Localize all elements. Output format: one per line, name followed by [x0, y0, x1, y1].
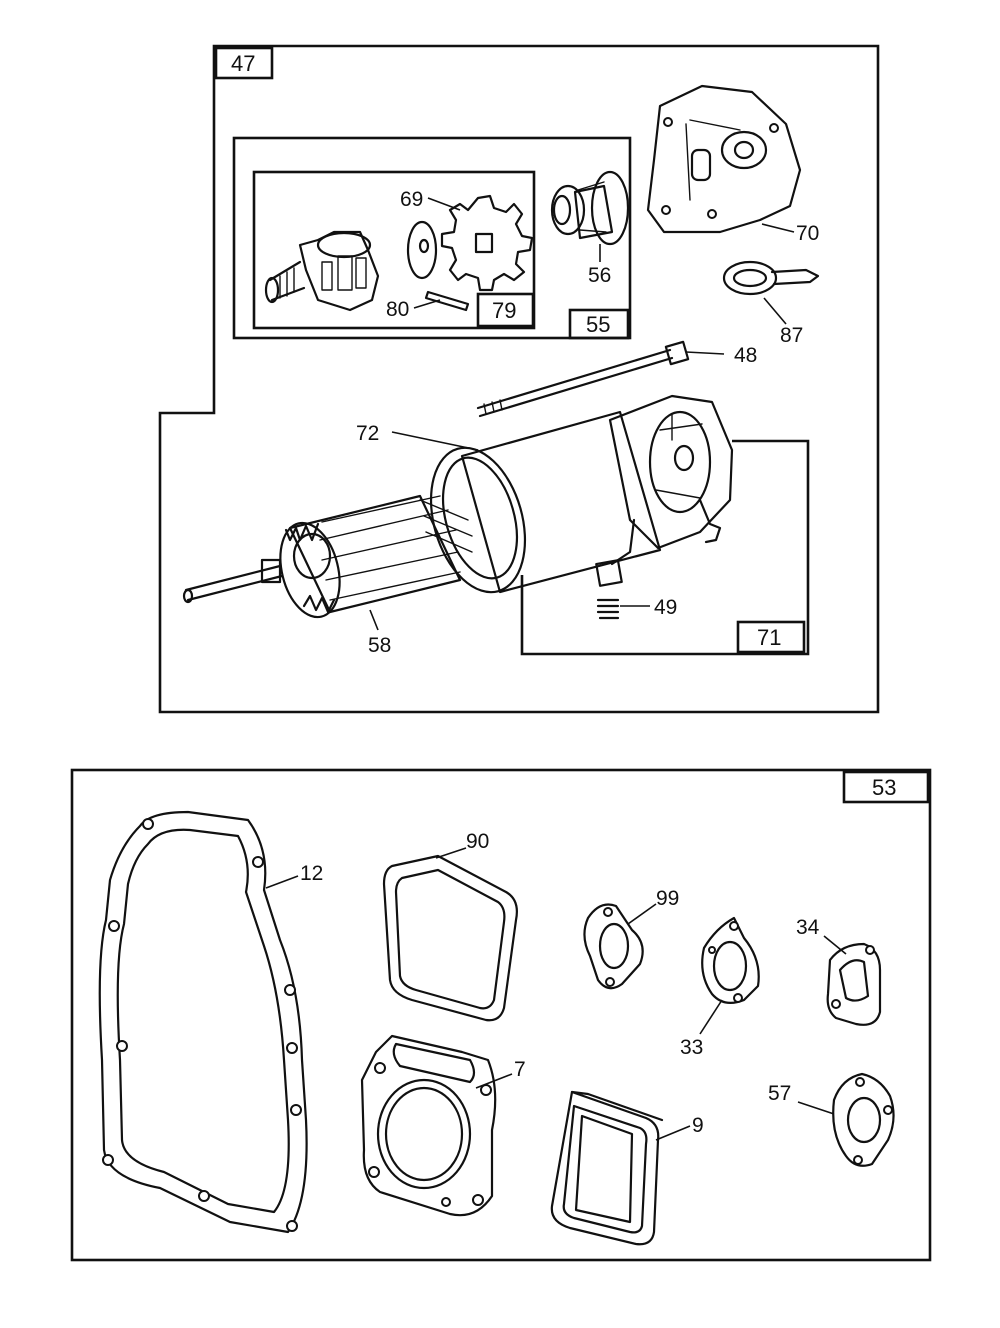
leader-58 [369, 609, 379, 631]
motor-housing-drawing [429, 394, 734, 620]
end-plate-drawing [646, 84, 802, 234]
head-gasket-drawing [360, 1034, 497, 1217]
exhaust-gasket-drawing [826, 942, 882, 1026]
leader-12 [265, 875, 299, 889]
pinion-washer-drawing [406, 220, 438, 280]
gasket-set-section: 53 [70, 768, 932, 1262]
kit-71-label: 71 [757, 625, 781, 650]
callout-9: 9 [692, 1114, 704, 1137]
through-bolt-drawing [476, 340, 690, 418]
callout-7: 7 [514, 1058, 526, 1081]
kit-79-box [476, 292, 535, 328]
kit-79-label: 79 [492, 298, 516, 323]
callout-56: 56 [588, 264, 611, 287]
kit-47-label: 47 [231, 51, 255, 76]
brush-kit-frame [520, 439, 810, 656]
callout-70: 70 [796, 222, 819, 245]
leader-72 [391, 431, 479, 451]
callout-87: 87 [780, 324, 803, 347]
breather-gasket-drawing [550, 1090, 664, 1246]
callout-72: 72 [356, 422, 379, 445]
leader-80 [413, 299, 441, 309]
retainer-pin-drawing [424, 290, 470, 312]
pinion-kit-frame [252, 170, 536, 330]
leader-69 [427, 197, 461, 211]
leader-70 [761, 223, 795, 233]
callout-34: 34 [796, 916, 820, 939]
callout-57: 57 [768, 1082, 791, 1105]
leader-99 [627, 903, 657, 925]
callout-58: 58 [368, 634, 391, 657]
callout-48: 48 [734, 344, 757, 367]
leader-57 [797, 1101, 835, 1115]
intake-gasket-drawing [583, 903, 644, 990]
clutch-housing-drawing [264, 230, 380, 312]
kit-47-box [214, 46, 274, 80]
callout-49: 49 [654, 596, 677, 619]
callout-80: 80 [386, 298, 409, 321]
callout-99: 99 [656, 887, 679, 910]
leader-7 [475, 1073, 513, 1089]
callout-12: 12 [300, 862, 323, 885]
starter-kit-frame [158, 44, 880, 714]
drive-end-cap-drawing [550, 170, 630, 246]
gasket-set-frame [70, 768, 932, 1262]
armature-drawing [182, 494, 473, 619]
callout-90: 90 [466, 830, 489, 853]
leader-9 [655, 1125, 691, 1141]
callout-33: 33 [680, 1036, 703, 1059]
leader-48 [685, 351, 725, 355]
leader-87 [763, 297, 787, 325]
kit-55-label: 55 [586, 312, 610, 337]
seal-ring-drawing [722, 260, 820, 296]
kit-71-box [736, 620, 806, 654]
carburetor-gasket-drawing [701, 916, 760, 1005]
small-gasket-drawing [832, 1072, 895, 1167]
leader-90 [435, 847, 467, 859]
drive-kit-frame [232, 136, 632, 340]
leader-33 [699, 999, 723, 1035]
leader-34 [823, 935, 847, 955]
starter-kit-section: 47 55 79 71 [158, 44, 880, 714]
valve-cover-gasket-drawing [382, 854, 518, 1022]
callout-69: 69 [400, 188, 423, 211]
kit-53-label: 53 [872, 775, 896, 800]
crankcase-gasket-drawing [98, 810, 308, 1234]
kit-53-box [842, 770, 930, 804]
pinion-gear-drawing [440, 194, 534, 292]
kit-55-box [568, 308, 630, 340]
